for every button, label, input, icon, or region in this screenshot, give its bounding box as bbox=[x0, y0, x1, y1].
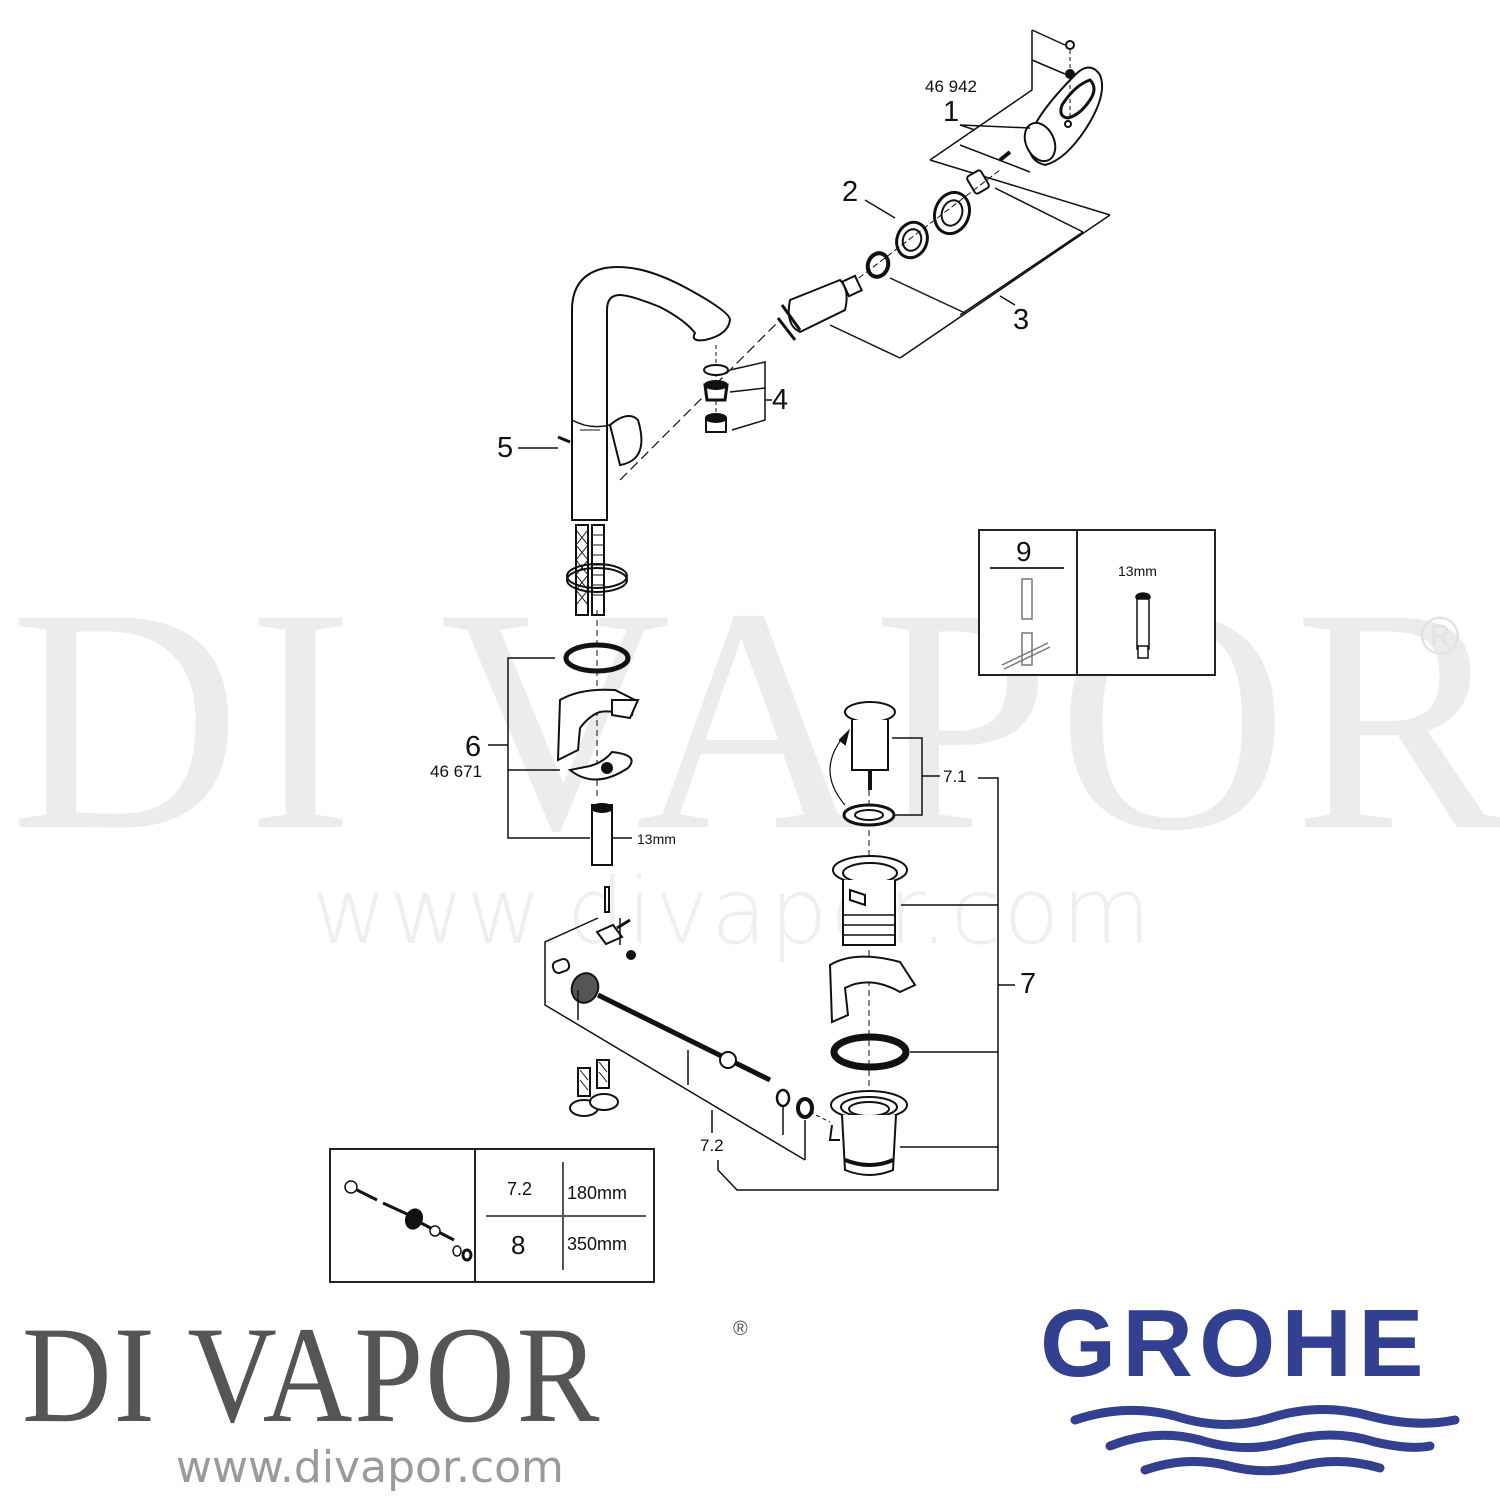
inset-row-rule bbox=[486, 1215, 646, 1217]
callout-1: 1 bbox=[943, 96, 960, 128]
tool-number-rule bbox=[990, 567, 1064, 569]
rod-length-8: 350mm bbox=[567, 1234, 628, 1254]
inset-divider bbox=[474, 1150, 476, 1281]
aerator-icon bbox=[703, 345, 729, 433]
rod-item-7-2: 7.2 bbox=[507, 1179, 533, 1199]
screw-icon bbox=[966, 150, 1012, 195]
callout-7-2: 7.2 bbox=[700, 1136, 724, 1155]
callout-4: 4 bbox=[772, 384, 789, 416]
watermark-url: www.divapor.com bbox=[312, 858, 1154, 965]
callout-5: 5 bbox=[497, 432, 514, 464]
callout-7: 7 bbox=[1020, 968, 1037, 1000]
tool-inset: 9 13mm bbox=[978, 529, 1216, 676]
hose-ends-icon bbox=[569, 1059, 619, 1117]
callout-1-part-number: 46 942 bbox=[925, 77, 977, 96]
waste-bottom-icon bbox=[828, 1090, 908, 1176]
flexible-hoses-icon bbox=[566, 524, 628, 616]
seal-shape-icon bbox=[828, 955, 917, 1024]
divapor-logo: DI VAPOR bbox=[22, 1298, 602, 1451]
tool-size: 13mm bbox=[1118, 563, 1157, 579]
spout-body-icon bbox=[557, 265, 732, 521]
rod-length-inset: 7.2 180mm 8 350mm bbox=[329, 1148, 655, 1283]
hex-key-tool-icon bbox=[1001, 578, 1051, 670]
lever-handle-icon bbox=[1023, 40, 1104, 167]
rod-length-7-2: 180mm bbox=[567, 1183, 628, 1203]
waste-body-icon bbox=[832, 855, 908, 946]
callout-7-1: 7.1 bbox=[943, 767, 967, 786]
tool-number: 9 bbox=[1016, 536, 1032, 567]
callout-6: 6 bbox=[465, 731, 482, 763]
socket-tool-icon bbox=[1135, 592, 1151, 659]
inset-divider bbox=[1076, 531, 1078, 674]
cartridge-icon bbox=[776, 274, 864, 341]
pull-rod-linkage-icon bbox=[551, 886, 831, 1123]
callout-2: 2 bbox=[842, 176, 859, 208]
pull-rod-icon bbox=[344, 1180, 473, 1262]
waste-gasket-icon bbox=[830, 1033, 910, 1071]
grohe-waves-icon bbox=[1070, 1404, 1460, 1476]
divapor-registered-mark: ® bbox=[733, 1318, 748, 1340]
divapor-url-link[interactable]: www.divapor.com bbox=[176, 1442, 564, 1493]
grohe-logo: GROHE bbox=[1040, 1290, 1430, 1397]
watermark-brand: DI VAPOR bbox=[10, 543, 1500, 897]
callout-6-size: 13mm bbox=[637, 831, 676, 847]
mounting-set-icon bbox=[556, 642, 640, 866]
watermark-registered-mark: ® bbox=[1420, 606, 1460, 666]
callout-6-part-number: 46 671 bbox=[430, 762, 482, 781]
rod-item-8: 8 bbox=[511, 1230, 526, 1260]
pop-up-plug-icon bbox=[829, 701, 896, 827]
callout-3: 3 bbox=[1013, 304, 1030, 336]
